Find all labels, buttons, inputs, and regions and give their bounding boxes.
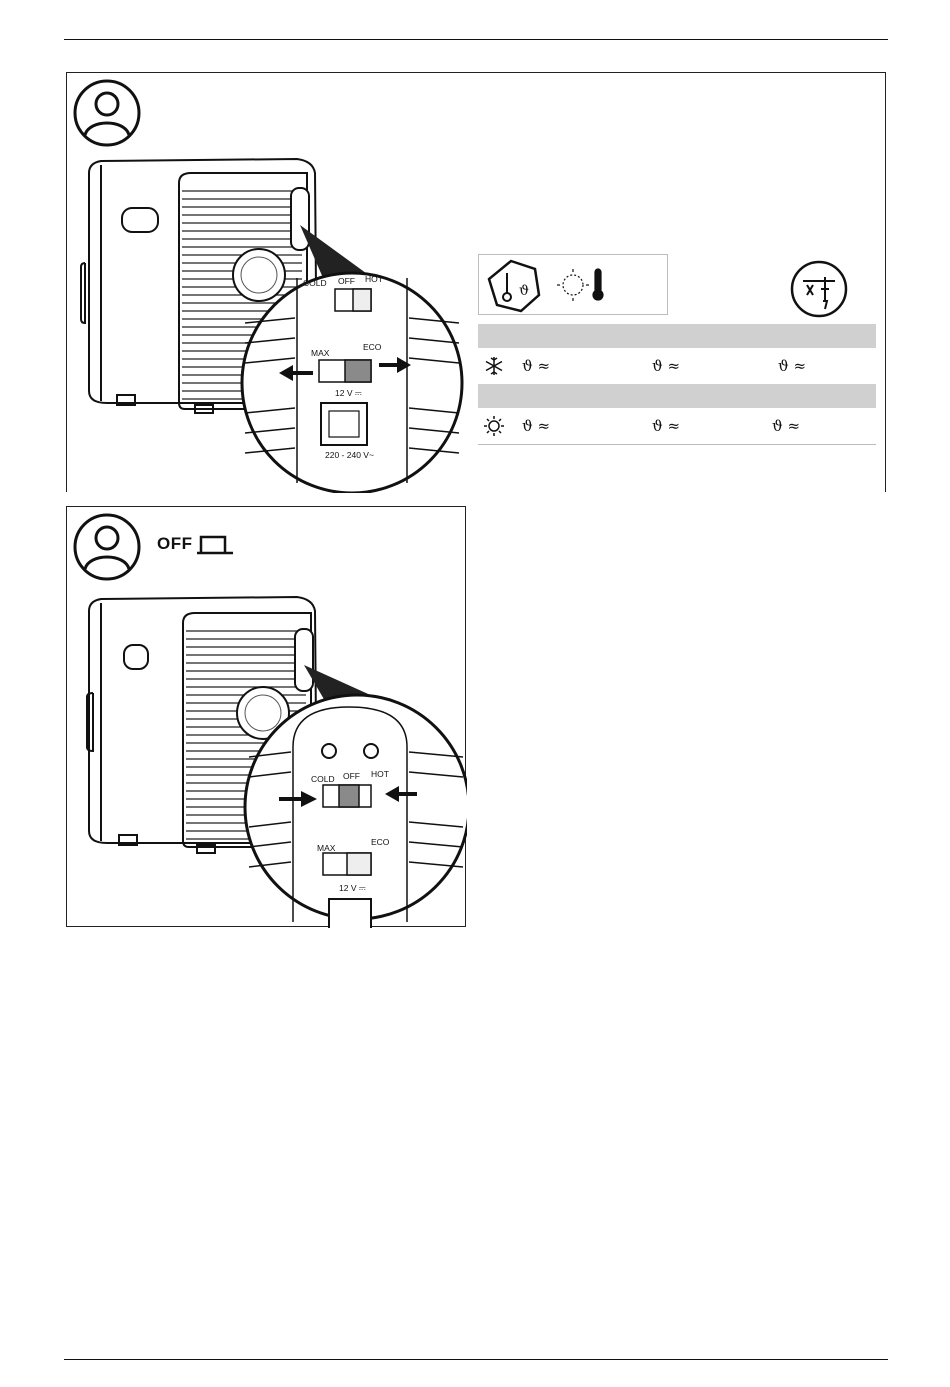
dc-label: 12 V ⎓ xyxy=(339,883,366,893)
heating-value-1: ϑ ≈ xyxy=(522,408,550,444)
sun-icon xyxy=(484,416,504,436)
ac-label: 220 - 240 V~ xyxy=(325,450,374,460)
top-rule xyxy=(64,39,888,40)
off-state-label: OFF xyxy=(157,534,193,554)
bottom-rule xyxy=(64,1359,888,1360)
table-row-heating: ϑ ≈ ϑ ≈ ϑ ≈ xyxy=(478,408,876,445)
cold-label: COLD xyxy=(311,774,335,784)
eco-label: ECO xyxy=(363,342,382,352)
sun-thermometer-icon xyxy=(557,269,603,301)
heating-value-3: ϑ ≈ xyxy=(772,408,800,444)
figure-panel-2: COLD OFF HOT MAX ECO 12 V ⎓ xyxy=(66,506,466,927)
max-label: MAX xyxy=(317,843,336,853)
cooling-value-3: ϑ ≈ xyxy=(778,348,806,384)
no-plug-icon xyxy=(789,259,849,319)
temperature-icon-box: ϑ xyxy=(478,254,668,315)
hot-label: HOT xyxy=(365,274,383,284)
cooling-value-1: ϑ ≈ xyxy=(522,348,550,384)
heating-value-2: ϑ ≈ xyxy=(652,408,680,444)
user-icon xyxy=(75,81,139,145)
off-label: OFF xyxy=(338,276,355,286)
ac-socket-icon xyxy=(321,403,367,445)
heating-header xyxy=(478,384,876,408)
max-label: MAX xyxy=(311,348,330,358)
cold-label: COLD xyxy=(303,278,327,288)
user-icon xyxy=(75,515,139,579)
thermometer-hexagon-icon: ϑ xyxy=(489,261,539,311)
cooling-value-2: ϑ ≈ xyxy=(652,348,680,384)
cooler-illustration-2: COLD OFF HOT MAX ECO 12 V ⎓ xyxy=(67,507,467,928)
hot-label: HOT xyxy=(371,769,389,779)
temperature-table: ϑ ≈ ϑ ≈ ϑ ≈ ϑ ≈ ϑ ≈ ϑ ≈ xyxy=(478,324,876,445)
standby-icon xyxy=(197,537,233,553)
cooling-header xyxy=(478,324,876,348)
off-label: OFF xyxy=(343,771,360,781)
dc-label: 12 V ⎓ xyxy=(335,388,362,398)
snowflake-icon xyxy=(484,356,504,376)
ac-socket-icon xyxy=(329,899,371,928)
svg-text:ϑ: ϑ xyxy=(519,283,529,299)
table-row-cooling: ϑ ≈ ϑ ≈ ϑ ≈ xyxy=(478,348,876,384)
eco-label: ECO xyxy=(371,837,390,847)
